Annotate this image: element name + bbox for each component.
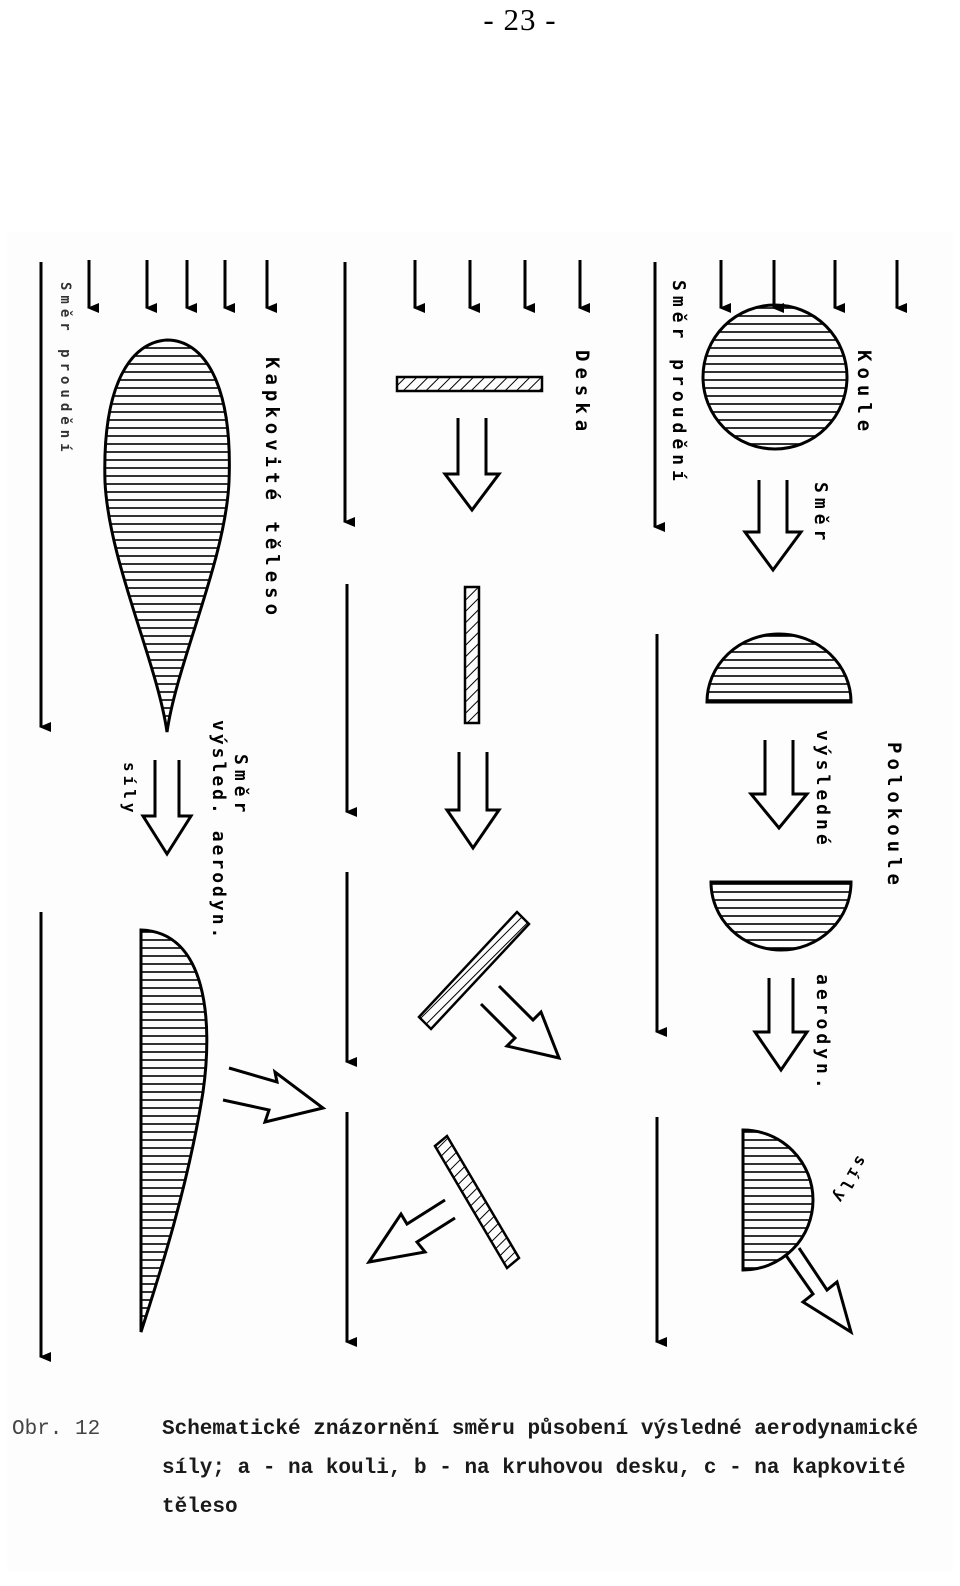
caption-label: Obr. 12 <box>12 1418 101 1441</box>
label-force-word-3: aerodyn. <box>812 974 833 1093</box>
row-plate <box>343 260 590 1347</box>
plate-shape-4 <box>433 1134 521 1270</box>
label-resultant-direction-3: síly <box>120 762 139 817</box>
aerodynamic-force-figure <box>39 260 907 1362</box>
resultant-arrow-plate-3 <box>479 984 562 1061</box>
label-flow-direction-lower: Směr proudění <box>57 282 73 457</box>
teardrop-shape-1 <box>103 338 231 733</box>
sphere-shape <box>701 303 849 451</box>
resultant-arrow-plate-1 <box>442 418 502 513</box>
teardrop-shape-2 <box>139 928 209 1333</box>
label-sphere: Koule <box>853 350 875 438</box>
page-number: - 23 - <box>483 2 557 37</box>
plate-shape-2 <box>463 585 481 725</box>
row-sphere <box>653 260 907 1347</box>
label-teardrop: Kapkovité těleso <box>261 357 283 621</box>
resultant-arrow-plate-2 <box>444 752 502 851</box>
resultant-arrow-hemisphere-2 <box>752 978 810 1073</box>
plate-shape-3 <box>417 910 531 1031</box>
caption-text: Schematické znázornění směru působení vý… <box>162 1418 919 1519</box>
label-flow-direction: Směr proudění <box>668 280 689 486</box>
row-teardrop <box>39 260 327 1362</box>
resultant-arrow-teardrop-1 <box>140 760 194 857</box>
label-force-word-1: Směr <box>810 482 831 546</box>
label-hemisphere: Polokoule <box>883 742 905 890</box>
label-plate: Deska <box>571 350 593 438</box>
resultant-arrow-hemisphere-3 <box>783 1247 854 1336</box>
figure-scan: Koule Směr Polokoule výsledné aerodyn. s… <box>7 232 953 1572</box>
hemisphere-shape-3 <box>741 1128 815 1272</box>
hemisphere-shape-2 <box>709 880 853 952</box>
plate-shape-1 <box>395 375 544 393</box>
label-resultant-direction-2: výsled. aerodyn. <box>208 720 229 942</box>
hemisphere-shape-1 <box>705 632 853 704</box>
resultant-arrow-sphere <box>742 480 804 573</box>
resultant-arrow-teardrop-2 <box>222 1066 327 1125</box>
label-force-word-2: výsledné <box>812 730 833 849</box>
resultant-arrow-plate-4 <box>365 1198 456 1265</box>
label-resultant-direction-1: Směr <box>230 754 251 818</box>
resultant-arrow-hemisphere-1 <box>747 740 811 831</box>
